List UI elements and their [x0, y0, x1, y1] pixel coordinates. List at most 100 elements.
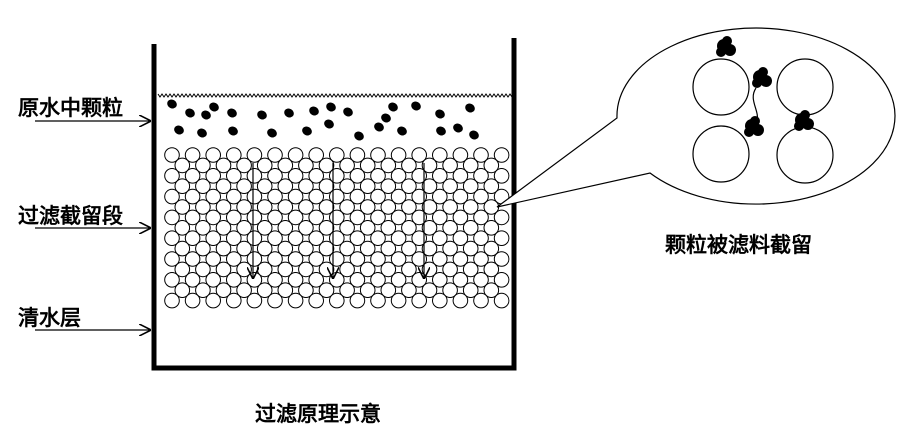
filter-grain [483, 261, 500, 278]
particle [343, 107, 353, 117]
label-pointer-arrows [35, 121, 150, 330]
filter-grain [370, 147, 386, 163]
filter-grain [401, 178, 417, 194]
filter-grain [421, 282, 438, 299]
filter-grain [267, 230, 283, 246]
filter-grain [421, 157, 438, 174]
particle [309, 106, 319, 116]
filter-grain [298, 282, 314, 299]
filter-grain [390, 251, 407, 267]
filter-grain [349, 168, 366, 184]
filter-grain [164, 272, 180, 288]
filter-grain [462, 199, 479, 215]
filter-grain [452, 251, 469, 267]
particle [227, 108, 237, 118]
filter-grain [411, 147, 428, 163]
filter-grain [287, 188, 304, 205]
particle [397, 126, 407, 136]
trapped-particle [752, 124, 764, 136]
filter-grain [195, 157, 211, 174]
filter-grain [287, 168, 304, 184]
filter-grain [432, 209, 448, 226]
filter-grain [174, 157, 191, 174]
filter-grain [246, 230, 263, 246]
filter-grain [287, 147, 304, 163]
filter-grain [349, 147, 366, 163]
filter-grain [493, 230, 510, 246]
filter-grain [256, 282, 273, 299]
filter-grain [226, 147, 242, 163]
filter-grain [226, 168, 242, 184]
filter-grain [483, 157, 500, 174]
filter-grain [411, 168, 428, 184]
filter-grain [236, 240, 252, 257]
filter-grain [401, 157, 417, 174]
filter-grain [164, 188, 180, 205]
filter-grain [473, 147, 489, 163]
filter-grain [452, 230, 469, 246]
filter-grain [226, 188, 242, 205]
filter-grain [256, 240, 273, 257]
filter-grain [215, 199, 232, 215]
filter-grain [318, 199, 335, 215]
filter-grain [256, 157, 273, 174]
filter-grain [462, 240, 479, 257]
filter-grain [329, 147, 345, 163]
particle [465, 103, 475, 113]
filter-grain [256, 199, 273, 215]
filter-grain [442, 199, 458, 215]
trapped-particle [752, 78, 762, 88]
filter-grain [205, 272, 221, 288]
particle [302, 126, 312, 136]
filter-grain [411, 188, 428, 205]
filter-grain [308, 209, 325, 226]
filter-grain [339, 157, 355, 174]
filter-grain [432, 147, 448, 163]
filter-grain [339, 199, 355, 215]
filter-grain [370, 230, 386, 246]
trapped-particle [794, 121, 804, 131]
filter-grain [226, 251, 242, 267]
filter-grain [308, 251, 325, 267]
filter-grain [442, 220, 458, 236]
filter-grain [359, 220, 376, 236]
filter-grain [493, 272, 510, 288]
filter-grain [174, 240, 191, 257]
filter-grain [401, 282, 417, 299]
filter-grain [421, 220, 438, 236]
filter-grain [349, 230, 366, 246]
filter-grain [462, 178, 479, 194]
filter-grain [267, 168, 283, 184]
particle [326, 102, 336, 112]
trapped-particle [800, 110, 810, 120]
filter-grain [277, 157, 294, 174]
filter-grain [462, 282, 479, 299]
filter-grain [421, 199, 438, 215]
trapped-particle [750, 116, 760, 126]
filter-grain [493, 292, 510, 309]
particle [185, 108, 195, 118]
filter-grain [236, 220, 252, 236]
filter-grain [483, 178, 500, 194]
filter-grain [442, 240, 458, 257]
filter-grain [401, 261, 417, 278]
filter-grain [432, 230, 448, 246]
particle [381, 113, 391, 123]
filter-grain [493, 251, 510, 267]
filter-grain [174, 199, 191, 215]
filter-grain [390, 209, 407, 226]
callout-caption: 颗粒被滤料截留 [665, 233, 812, 257]
filter-grain [267, 272, 283, 288]
filter-grain [432, 292, 448, 309]
filter-grain [493, 168, 510, 184]
filter-grain [215, 178, 232, 194]
filter-grain [473, 251, 489, 267]
filter-grain [359, 178, 376, 194]
filter-grain [411, 230, 428, 246]
filter-grain [390, 147, 407, 163]
particle [284, 108, 294, 118]
filter-grain [411, 292, 428, 309]
filter-grain [339, 282, 355, 299]
filter-grain [483, 282, 500, 299]
